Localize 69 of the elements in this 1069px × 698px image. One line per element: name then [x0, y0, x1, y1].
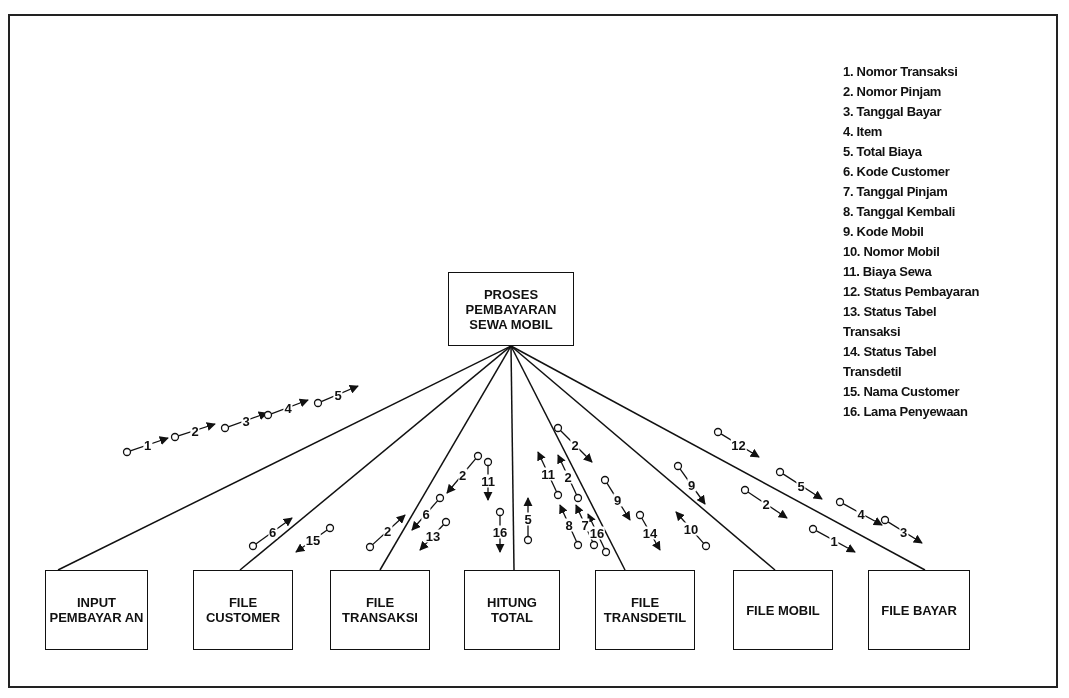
key-entry: 8. Tanggal Kembali: [843, 203, 957, 221]
key-entry: 6. Kode Customer: [843, 163, 951, 181]
key-entry: 12. Status Pembayaran: [843, 283, 981, 301]
key-entry: 2. Nomor Pinjam: [843, 83, 943, 101]
couple-number: 11: [540, 467, 556, 480]
module-box: [330, 570, 430, 650]
module-label: PROSES PEMBAYARAN SEWA MOBIL: [464, 286, 558, 332]
couple-number: 16: [491, 525, 509, 539]
module-label: HITUNG TOTAL: [486, 595, 538, 625]
module-label: FILE MOBIL: [746, 602, 820, 618]
module-label: FILE TRANSAKSI: [341, 595, 419, 625]
module-box: [464, 570, 560, 650]
key-entry: 4. Item: [843, 123, 884, 141]
connector-line: [57, 345, 512, 571]
module-label: FILE CUSTOMER: [204, 595, 282, 625]
couple-number: 2: [457, 468, 468, 481]
couple-number: 6: [421, 507, 431, 521]
couple-number: 9: [612, 493, 623, 507]
couple-number: 12: [730, 438, 747, 451]
connector-line: [239, 345, 512, 571]
connector-line: [379, 345, 512, 571]
couple-number: 3: [898, 525, 909, 538]
module-box: [45, 570, 148, 650]
couple-number: 2: [761, 497, 771, 511]
couple-number: 3: [241, 414, 251, 427]
couple-number: 5: [523, 512, 533, 526]
couple-number: 5: [796, 479, 806, 492]
couple-number: 15: [304, 533, 322, 547]
couple-number: 2: [382, 524, 393, 538]
couple-number: 5: [333, 388, 343, 401]
key-entry: 14. Status Tabel Transdetil: [843, 343, 938, 381]
module-box: [448, 272, 574, 346]
connector-line: [510, 345, 515, 571]
couple-number: 2: [570, 438, 580, 452]
couple-number: 6: [267, 525, 278, 539]
couple-number: 2: [563, 470, 573, 483]
couple-number: 9: [686, 478, 697, 492]
couple-number: 16: [588, 526, 606, 540]
key-entry: 11. Biaya Sewa: [843, 263, 933, 281]
module-box: [595, 570, 695, 650]
connector-line: [510, 345, 926, 571]
couple-number: 10: [682, 522, 700, 536]
key-entry: 7. Tanggal Pinjam: [843, 183, 949, 201]
module-box: [193, 570, 293, 650]
module-label: FILE TRANSDETIL: [602, 595, 688, 625]
key-entry: 1. Nomor Transaksi: [843, 63, 959, 81]
key-entry: 9. Kode Mobil: [843, 223, 925, 241]
key-entry: 13. Status Tabel Transaksi: [843, 303, 938, 341]
couple-number: 11: [480, 474, 496, 488]
couple-number: 7: [580, 518, 590, 532]
connector-line: [510, 345, 626, 571]
module-label: FILE BAYAR: [881, 602, 957, 618]
key-entry: 15. Nama Customer: [843, 383, 961, 401]
module-box: [868, 570, 970, 650]
couple-number: 8: [564, 518, 574, 532]
couple-number: 4: [856, 507, 866, 520]
key-entry: 16. Lama Penyewaan: [843, 403, 969, 421]
key-entry: 3. Tanggal Bayar: [843, 103, 943, 121]
module-box: [733, 570, 833, 650]
couple-number: 14: [641, 526, 659, 539]
couple-number: 1: [142, 438, 153, 452]
couple-number: 13: [424, 529, 442, 543]
module-label: INPUT PEMBAYAR AN: [48, 595, 145, 625]
connector-line: [510, 345, 776, 571]
couple-number: 2: [190, 424, 200, 437]
couple-number: 1: [829, 534, 839, 547]
key-entry: 10. Nomor Mobil: [843, 243, 941, 261]
couple-number: 4: [283, 401, 293, 414]
key-entry: 5. Total Biaya: [843, 143, 923, 161]
